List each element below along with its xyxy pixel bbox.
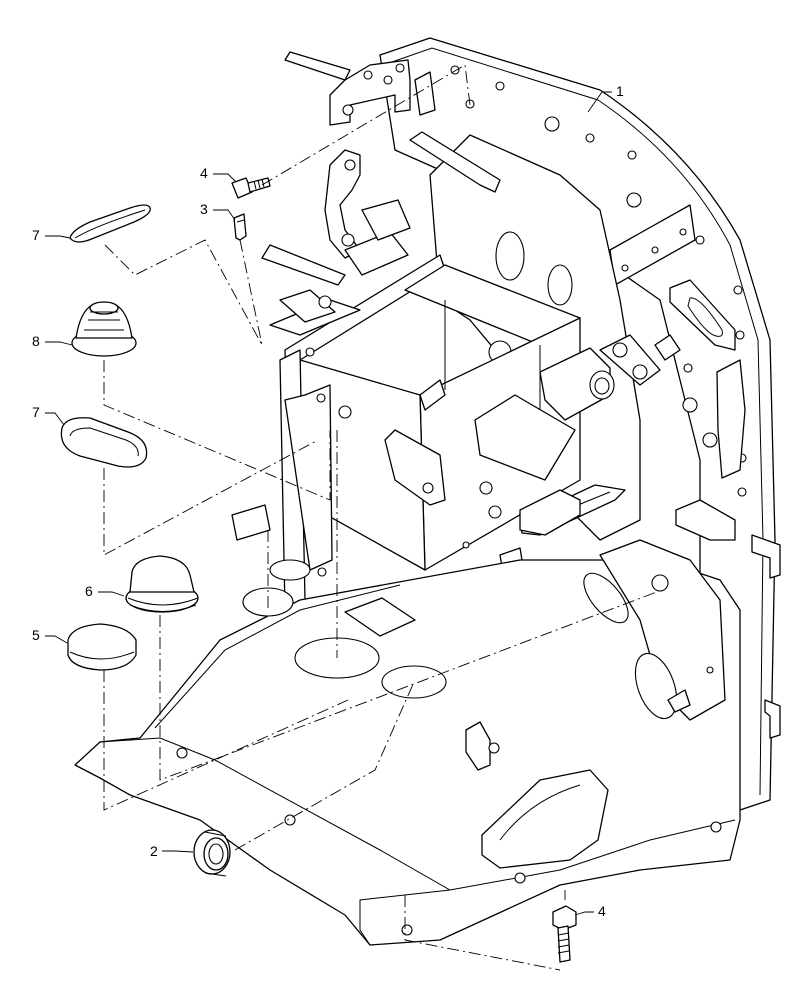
cap-part-5 <box>67 623 137 671</box>
callout-7-lower: 7 <box>32 404 40 420</box>
callout-2: 2 <box>150 843 158 859</box>
grommet-part-7-lower <box>60 417 148 468</box>
leader-lines <box>45 91 612 916</box>
callout-8: 8 <box>32 333 40 349</box>
callout-7-upper: 7 <box>32 227 40 243</box>
plug-part-6 <box>125 555 199 613</box>
bolt-part-4-lower <box>552 905 577 963</box>
callout-5: 5 <box>32 627 40 643</box>
bushing-part-2 <box>193 829 231 877</box>
boot-part-8 <box>71 301 137 357</box>
bolt-part-4-upper <box>231 177 271 199</box>
callout-6: 6 <box>85 583 93 599</box>
assembly-lines <box>103 64 663 971</box>
seal-strip-part-7-upper <box>69 204 151 243</box>
callout-1: 1 <box>616 83 624 99</box>
rear-panel-holes <box>450 65 747 497</box>
callout-3: 3 <box>200 201 208 217</box>
callout-4-lower: 4 <box>598 903 606 919</box>
clip-part-3 <box>233 213 247 241</box>
main-frame-part-1 <box>74 37 781 946</box>
callout-4-upper: 4 <box>200 165 208 181</box>
